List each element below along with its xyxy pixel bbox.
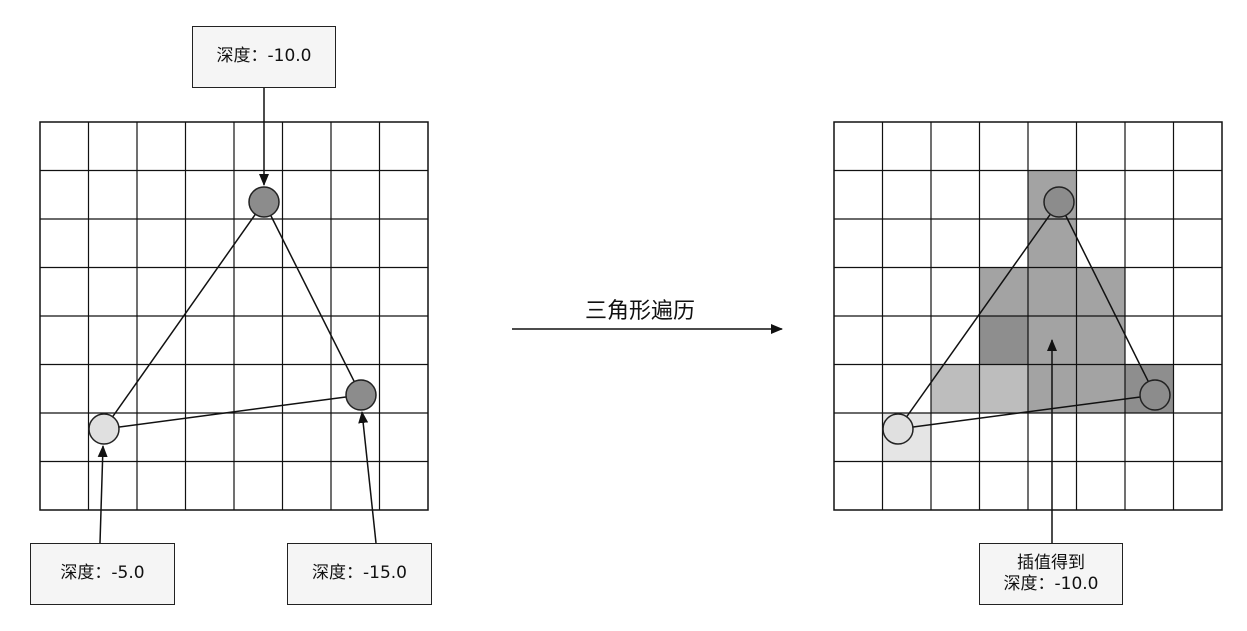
- right-pixel-grid: [833, 121, 1223, 511]
- left-vertex: [882, 413, 914, 445]
- left-pixel-grid: [39, 121, 429, 511]
- interpolated-line1: 插值得到: [1017, 552, 1085, 573]
- triangle-edge: [263, 201, 362, 396]
- fragment-cell: [1076, 316, 1125, 365]
- fragment-cell: [979, 364, 1028, 413]
- right-vertex: [345, 379, 377, 411]
- fragment-cell: [979, 316, 1028, 365]
- triangle-edge: [1058, 201, 1156, 396]
- interpolated-depth-label: 插值得到 深度：-10.0: [979, 543, 1123, 605]
- right-vertex-depth-text: 深度：-15.0: [312, 563, 407, 584]
- triangle-edge: [103, 394, 362, 430]
- top-vertex: [248, 186, 280, 218]
- top-vertex-depth-label: 深度：-10.0: [192, 26, 336, 88]
- right-vertex-depth-label: 深度：-15.0: [287, 543, 432, 605]
- fragment-cell: [1028, 267, 1077, 316]
- top-vertex: [1043, 186, 1075, 218]
- left-triangle: [88, 186, 377, 445]
- right-vertices: [882, 186, 1171, 445]
- right-label-arrow: [358, 411, 377, 544]
- fragment-cell: [1076, 267, 1125, 316]
- fragment-cell: [979, 267, 1028, 316]
- left-vertex: [88, 413, 120, 445]
- triangle-edge: [897, 394, 1156, 430]
- left-vertex-depth-label: 深度：-5.0: [30, 543, 175, 605]
- fragment-cell: [1076, 364, 1125, 413]
- interpolated-line2: 深度：-10.0: [1003, 574, 1099, 594]
- left-vertex-depth-text: 深度：-5.0: [60, 563, 145, 584]
- fragment-cell: [1028, 219, 1077, 268]
- left-label-arrow: [97, 445, 108, 544]
- transition-label: 三角形遍历: [585, 299, 696, 324]
- triangle-edge: [103, 201, 265, 430]
- fragment-cell: [931, 364, 980, 413]
- right-vertex: [1139, 379, 1171, 411]
- top-vertex-depth-text: 深度：-10.0: [216, 46, 312, 67]
